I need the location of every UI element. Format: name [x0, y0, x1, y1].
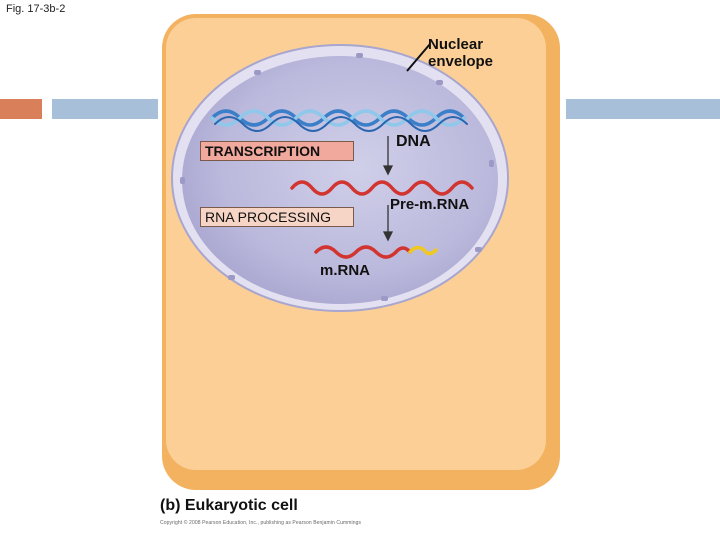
arrow-processing: [382, 205, 394, 242]
nuclear-envelope-label-line1: Nuclear: [428, 36, 484, 53]
mrna-strand: [314, 245, 438, 259]
copyright-notice: Copyright © 2008 Pearson Education, Inc.…: [160, 520, 362, 526]
figure-label: Fig. 17-3b-2: [6, 3, 66, 15]
decorative-bar-orange: [0, 99, 42, 119]
dna-label: DNA: [396, 133, 431, 150]
figure-caption: (b) Eukaryotic cell: [160, 497, 298, 514]
pre-mrna-label: Pre-m.RNA: [390, 196, 470, 213]
nuclear-envelope-pointer: [406, 43, 431, 72]
nuclear-envelope-label: Nuclear envelope: [428, 36, 493, 70]
decorative-bar-blue-right: [566, 99, 720, 119]
dna-helix: [210, 109, 468, 132]
transcription-box: TRANSCRIPTION: [200, 141, 354, 161]
nucleus: [182, 56, 498, 304]
rna-processing-box: RNA PROCESSING: [200, 207, 354, 227]
decorative-bar-blue-left: [52, 99, 158, 119]
nuclear-envelope-label-line2: envelope: [428, 53, 494, 70]
mrna-label: m.RNA: [320, 262, 371, 279]
pre-mrna-strand: [290, 180, 474, 196]
arrow-transcription: [382, 136, 394, 176]
nuclear-pores: [180, 53, 494, 301]
